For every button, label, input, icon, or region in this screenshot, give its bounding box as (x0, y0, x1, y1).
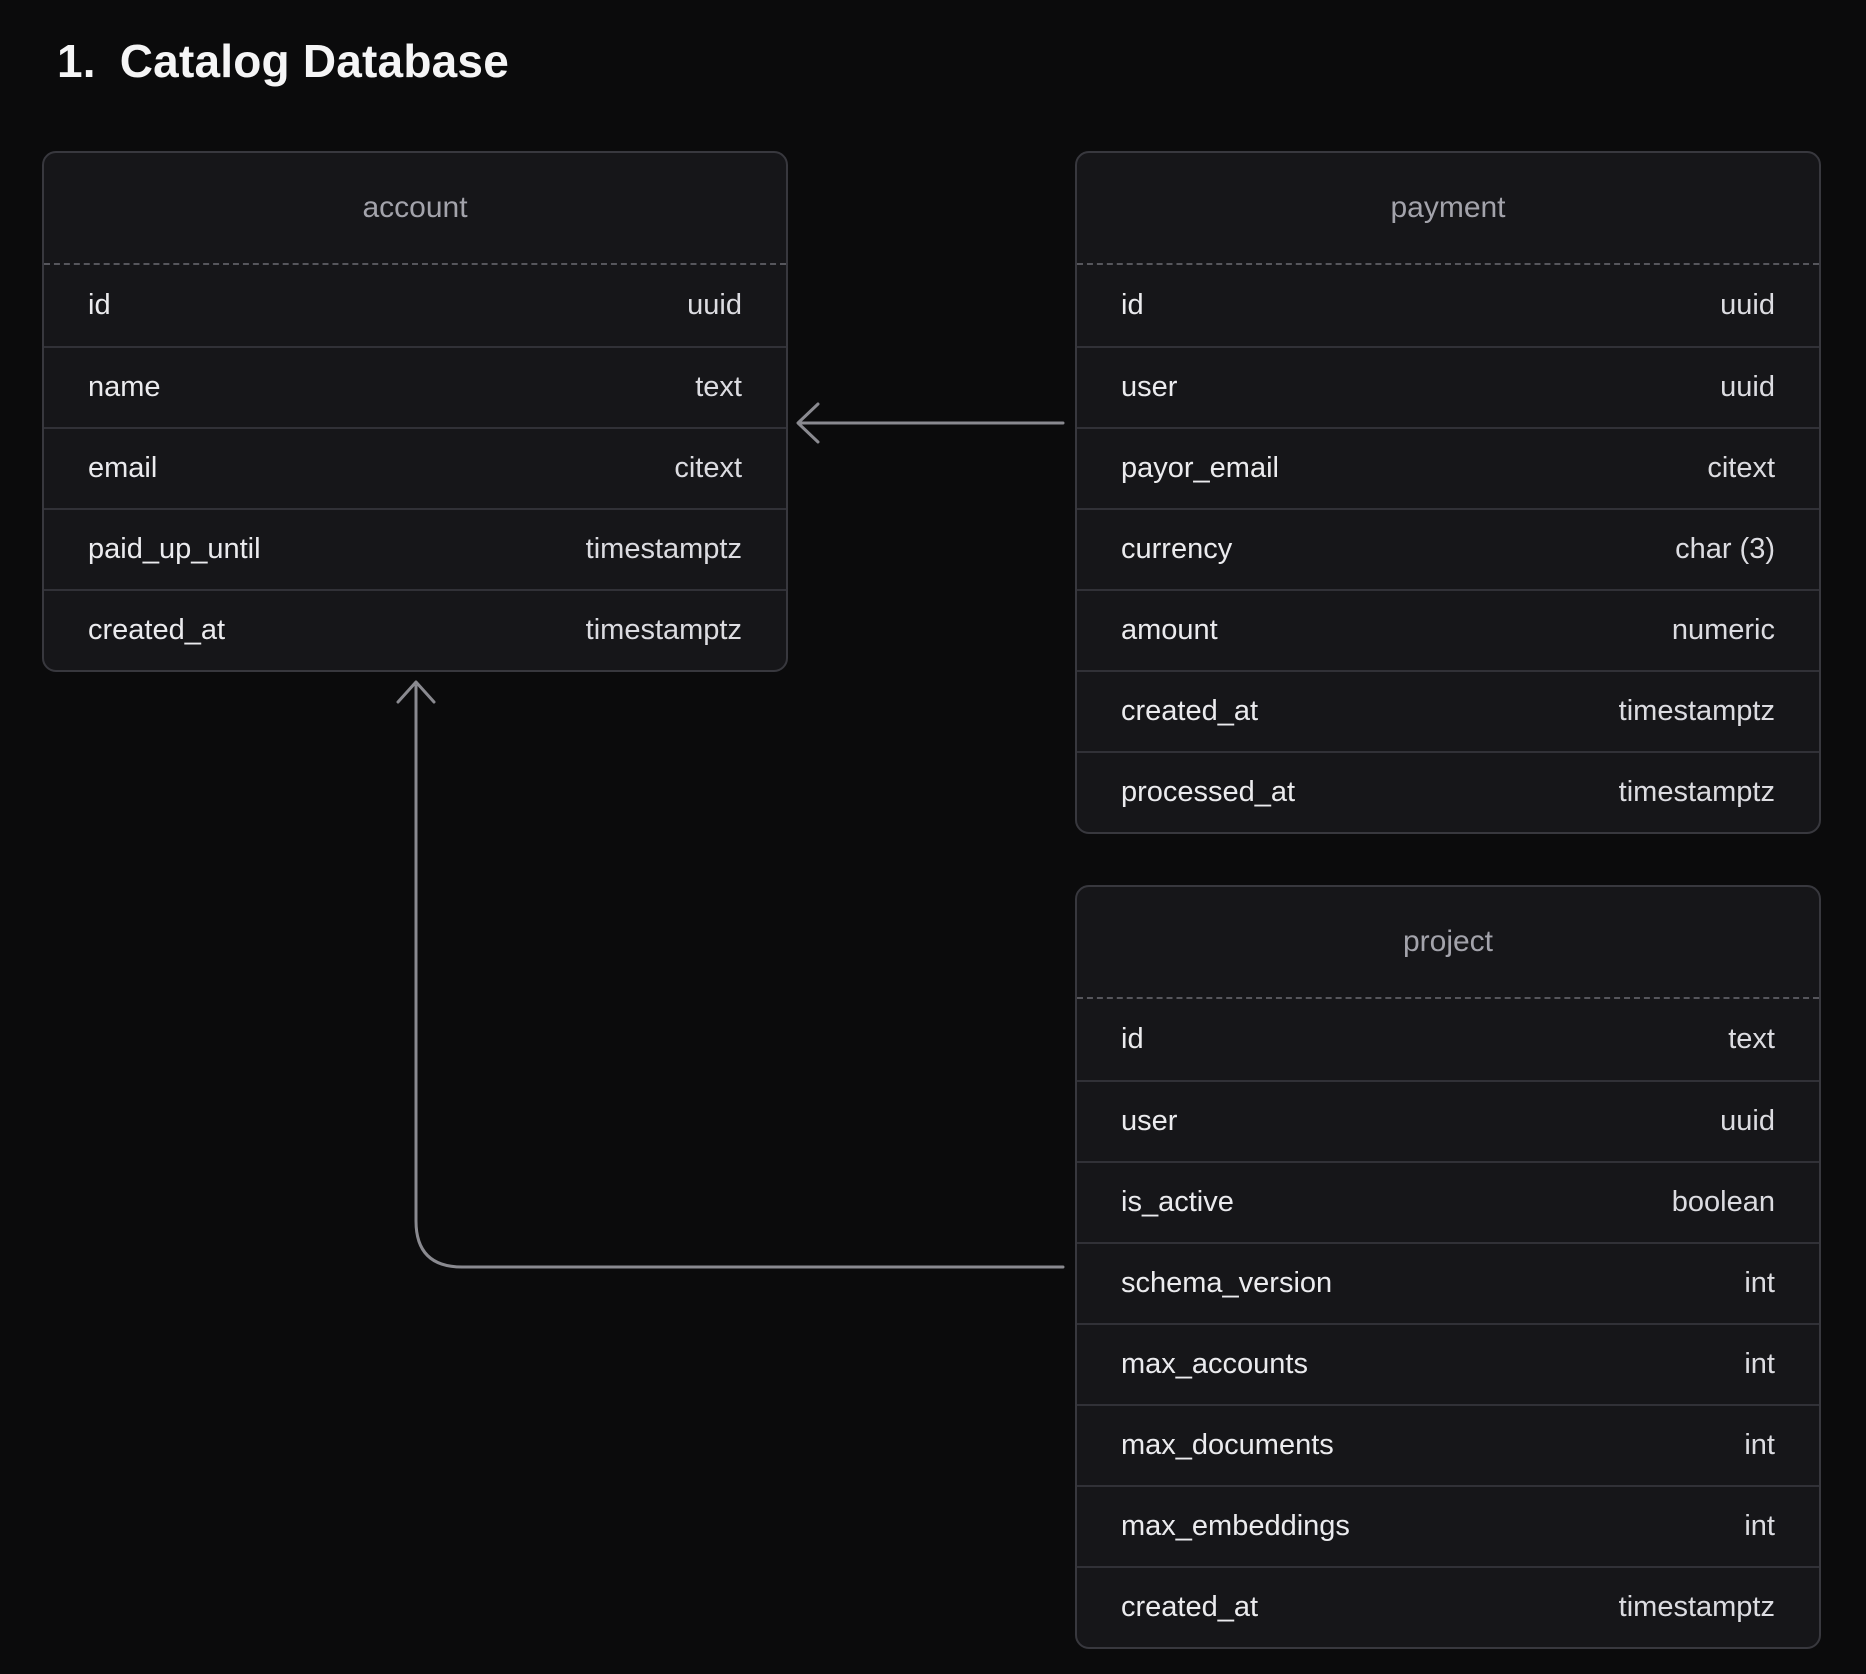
column-type: uuid (687, 289, 742, 321)
column-type: text (695, 371, 742, 403)
column-name: max_accounts (1121, 1348, 1308, 1380)
column-type: int (1744, 1510, 1775, 1542)
column-type: timestamptz (585, 533, 742, 565)
column-type: int (1744, 1267, 1775, 1299)
column-name: id (1121, 1023, 1144, 1055)
page-title: 1. Catalog Database (57, 34, 509, 88)
column-type: uuid (1720, 289, 1775, 321)
column-name: created_at (1121, 695, 1259, 727)
column-row: id uuid (44, 265, 786, 346)
column-row: paid_up_until timestamptz (44, 508, 786, 589)
column-type: timestamptz (1618, 1591, 1775, 1623)
column-row: name text (44, 346, 786, 427)
table-name: payment (1390, 191, 1506, 224)
column-row: created_at timestamptz (1077, 1566, 1819, 1647)
column-name: currency (1121, 533, 1233, 565)
column-row: email citext (44, 427, 786, 508)
column-name: name (88, 371, 161, 403)
column-row: id uuid (1077, 265, 1819, 346)
column-type: timestamptz (1618, 695, 1775, 727)
column-row: id text (1077, 999, 1819, 1080)
column-name: id (1121, 289, 1144, 321)
relationship-arrow-payment-account (796, 402, 1065, 444)
column-row: max_accounts int (1077, 1323, 1819, 1404)
column-type: text (1728, 1023, 1775, 1055)
table-header: payment (1077, 153, 1819, 265)
column-row: currency char (3) (1077, 508, 1819, 589)
column-row: schema_version int (1077, 1242, 1819, 1323)
column-row: created_at timestamptz (44, 589, 786, 670)
column-type: uuid (1720, 371, 1775, 403)
column-type: citext (1707, 452, 1775, 484)
table-name: account (362, 191, 468, 224)
column-type: timestamptz (585, 614, 742, 646)
column-row: processed_at timestamptz (1077, 751, 1819, 832)
column-name: id (88, 289, 111, 321)
column-name: created_at (88, 614, 226, 646)
column-row: amount numeric (1077, 589, 1819, 670)
column-type: boolean (1671, 1186, 1775, 1218)
column-row: user uuid (1077, 1080, 1819, 1161)
column-row: is_active boolean (1077, 1161, 1819, 1242)
column-type: int (1744, 1348, 1775, 1380)
column-row: max_embeddings int (1077, 1485, 1819, 1566)
table-name: project (1402, 925, 1494, 958)
page-title-number: 1. (57, 35, 96, 87)
column-row: user uuid (1077, 346, 1819, 427)
column-name: payor_email (1121, 452, 1279, 484)
column-type: citext (674, 452, 742, 484)
column-name: amount (1121, 614, 1218, 646)
column-name: user (1121, 1105, 1178, 1137)
arrowhead-left-icon (796, 402, 820, 444)
table-node-account[interactable]: account id uuid name text email citext p… (42, 151, 788, 672)
column-type: timestamptz (1618, 776, 1775, 808)
column-row: max_documents int (1077, 1404, 1819, 1485)
arrowhead-up-icon (396, 680, 436, 704)
column-name: max_embeddings (1121, 1510, 1350, 1542)
column-row: payor_email citext (1077, 427, 1819, 508)
column-type: char (3) (1675, 533, 1775, 565)
column-name: user (1121, 371, 1178, 403)
column-name: is_active (1121, 1186, 1234, 1218)
column-row: created_at timestamptz (1077, 670, 1819, 751)
column-name: email (88, 452, 158, 484)
column-type: int (1744, 1429, 1775, 1461)
column-name: paid_up_until (88, 533, 261, 565)
column-name: schema_version (1121, 1267, 1333, 1299)
table-node-payment[interactable]: payment id uuid user uuid payor_email ci… (1075, 151, 1821, 834)
table-node-project[interactable]: project id text user uuid is_active bool… (1075, 885, 1821, 1649)
table-header: account (44, 153, 786, 265)
relationship-arrow-project-account (396, 680, 1065, 1269)
column-name: max_documents (1121, 1429, 1334, 1461)
column-type: uuid (1720, 1105, 1775, 1137)
column-type: numeric (1671, 614, 1775, 646)
table-header: project (1077, 887, 1819, 999)
column-name: created_at (1121, 1591, 1259, 1623)
page-title-text: Catalog Database (119, 35, 509, 87)
column-name: processed_at (1121, 776, 1296, 808)
